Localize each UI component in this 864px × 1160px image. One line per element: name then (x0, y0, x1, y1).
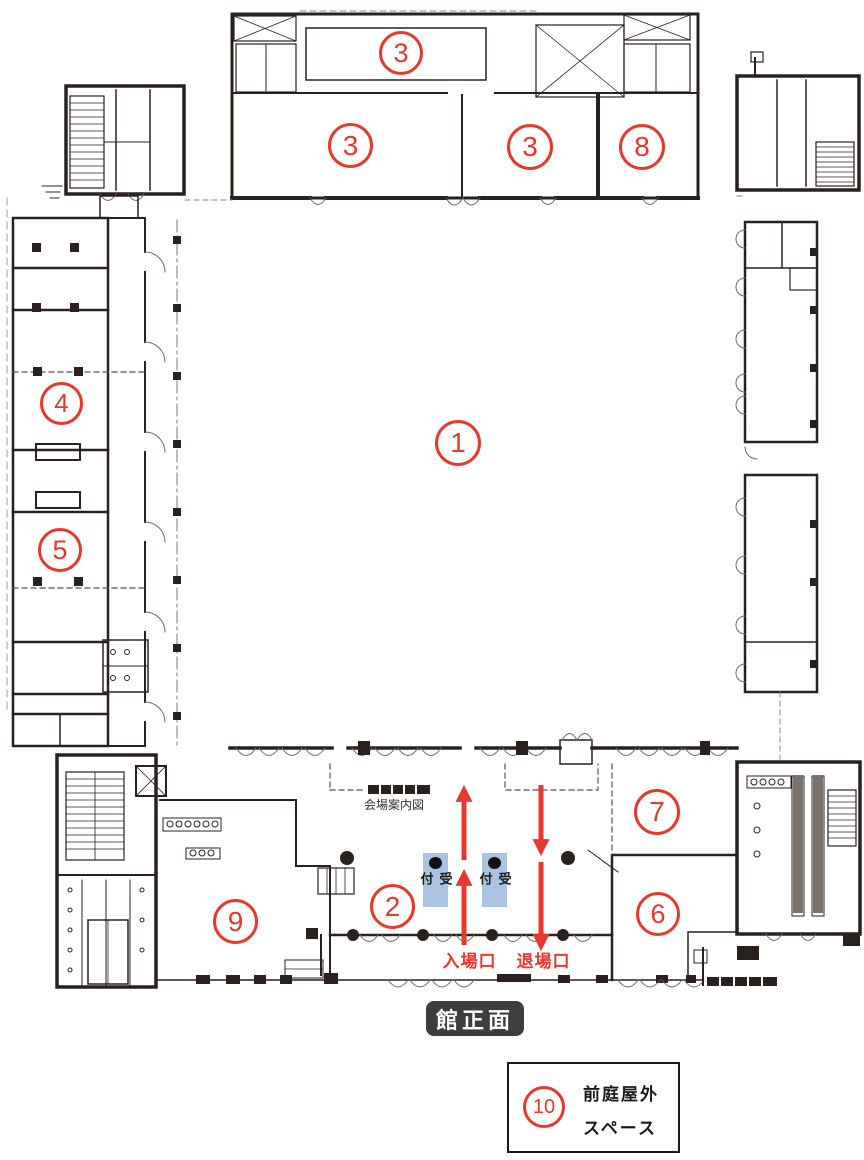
marker-hall-upper: 3 (379, 31, 423, 75)
marker-room-north-right: 8 (619, 124, 665, 170)
columns (32, 243, 83, 586)
east-wing (735, 220, 819, 763)
staff-dot-icon (488, 857, 501, 869)
stairs-icon (827, 789, 857, 847)
info-board (329, 763, 430, 794)
facade-piers (196, 973, 696, 984)
marker-room-west-upper: 4 (40, 382, 83, 425)
marker-room-north-center: 3 (507, 124, 553, 170)
exit-gate-label: 退場口 (516, 952, 571, 971)
lobby-columns (340, 851, 575, 941)
elevator-icon (135, 765, 167, 797)
entrance-gate-label: 入場口 (442, 952, 497, 971)
marker-room-southwest: 9 (213, 899, 258, 944)
reception-desk-right: 受付 (478, 853, 512, 907)
outdoor-space-legend: 10 前庭屋外 スペース (507, 1062, 680, 1153)
northwest-stair-tower (41, 84, 233, 201)
marker-courtyard: 1 (435, 420, 481, 466)
toilet-stalls (746, 775, 825, 917)
building-front-badge: 館正面 (426, 1001, 524, 1036)
marker-room-southeast-upper: 7 (634, 789, 680, 835)
legend-line1: 前庭屋外 (583, 1085, 659, 1104)
marker-room-north-left: 3 (328, 123, 373, 168)
northeast-stair-tower (735, 51, 861, 197)
venue-map-board-label: 会場案内図 (364, 798, 425, 812)
wall-posts (810, 248, 818, 668)
marker-room-west-lower: 5 (38, 528, 82, 572)
cloak-counter (162, 817, 222, 860)
reception-label: 受付 (418, 871, 453, 891)
staff-dot-icon (429, 857, 442, 869)
stairs-icon (815, 141, 855, 187)
marker-entrance-lobby: 2 (370, 884, 415, 929)
marker-room-southeast-lower: 6 (636, 892, 680, 936)
marker-outdoor-space: 10 (523, 1086, 565, 1128)
reception-desk-left: 受付 (419, 853, 453, 907)
stage-steps (317, 867, 355, 895)
reception-label: 受付 (477, 871, 512, 891)
toilet-stalls (67, 879, 145, 986)
southwest-stair-tower (55, 753, 158, 989)
stairs-icon (69, 95, 105, 189)
north-wing (230, 10, 700, 206)
legend-line2: スペース (583, 1119, 657, 1138)
colonnade-columns (173, 236, 181, 720)
toilet-fixtures (102, 639, 149, 693)
west-wing (6, 195, 181, 748)
southeast-stair-tower (702, 760, 862, 986)
south-wing (135, 733, 739, 988)
stairs-icon (65, 771, 125, 861)
entry-grating (707, 977, 777, 986)
